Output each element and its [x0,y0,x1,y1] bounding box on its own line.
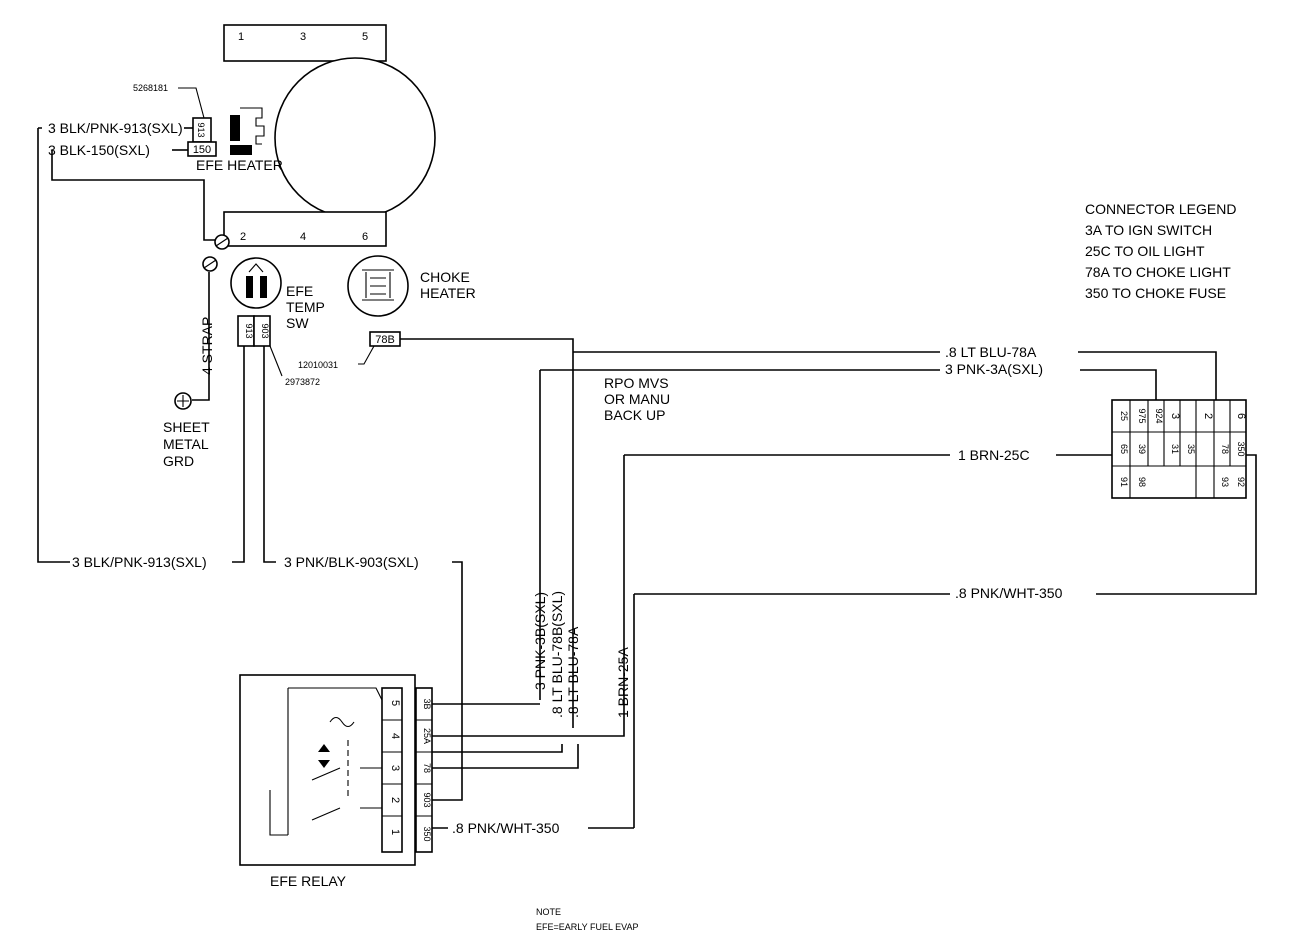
temp-sw-label-2: TEMP [286,299,325,315]
temp-sw-pin-913: 913 [244,323,254,338]
legend-title: CONNECTOR LEGEND [1085,201,1236,217]
bulkhead-pin-91: 91 [1119,477,1129,487]
wire-350-run [633,454,1257,828]
wire-label-913-bottom: 3 BLK/PNK-913(SXL) [72,554,207,570]
choke-pin-78b: 78B [375,334,395,346]
bulkhead-pin-3: 3 [1169,413,1181,419]
wire-label-913-top: 3 BLK/PNK-913(SXL) [48,120,183,136]
bulkhead-connector [1111,399,1247,499]
ground-label-line3: GRD [163,453,194,469]
temp-sw-connector-903 [253,315,271,347]
heater-connector-150 [187,141,217,157]
strap-label: 4 STRAP [199,317,215,375]
bulkhead-pin-78: 78 [1220,444,1230,454]
efe-temp-switch-icon [230,257,282,309]
note-text: EFE=EARLY FUEL EVAP [536,922,638,932]
wire-913-left-run [37,127,70,563]
ground-label-line1: SHEET [163,419,210,435]
bulkhead-pin-92: 92 [1236,477,1246,487]
wire-903-temp-run [263,346,276,563]
rpo-note-3: BACK UP [604,407,665,423]
relay-terminal-strip [381,687,403,853]
note-title: NOTE [536,907,561,917]
bulkhead-pin-350: 350 [1236,441,1246,456]
wire-150-run [51,150,220,241]
heater-pin-150: 150 [193,144,211,156]
bulkhead-pin-98: 98 [1137,477,1147,487]
ground-label-line2: METAL [163,436,209,452]
legend-entry-1: 3A TO IGN SWITCH [1085,222,1212,238]
wire-78b-run [400,338,574,728]
wire-label-25a: 1 BRN-25A [615,647,631,718]
choke-heater-label-2: HEATER [420,285,476,301]
wire-label-78a: .8 LT BLU-78A [565,626,581,718]
bulkhead-pin-31: 31 [1170,444,1180,454]
bulkhead-pin-6: 6 [1235,413,1247,419]
wire-label-3a: 3 PNK-3A(SXL) [945,361,1043,377]
wire-903-to-relay [432,561,463,801]
legend-entry-3: 78A TO CHOKE LIGHT [1085,264,1231,280]
bulkhead-pin-2: 2 [1202,413,1214,419]
relay-pin-3b: 3B [422,698,432,709]
choke-housing-circle [274,57,436,219]
temp-sw-label-3: SW [286,315,309,331]
top-pin-1: 1 [238,31,244,43]
ground-symbol-icon [174,392,192,410]
rpo-note-2: OR MANU [604,391,670,407]
temp-sw-pin-903: 903 [260,323,270,338]
bottom-pin-4: 4 [300,231,306,243]
bulkhead-pin-65: 65 [1119,444,1129,454]
bottom-terminal-block [223,211,387,247]
legend-entry-2: 25C TO OIL LIGHT [1085,243,1205,259]
bulkhead-pin-924: 924 [1154,408,1164,423]
relay-terminal-2: 2 [389,797,401,803]
efe-relay-label: EFE RELAY [270,873,347,889]
relay-terminal-3: 3 [389,765,401,771]
bulkhead-pin-39: 39 [1137,444,1147,454]
choke-heater-icon [347,255,409,317]
heater-pin-913: 913 [196,122,206,137]
top-pin-3: 3 [300,31,306,43]
wire-3a-run [539,369,1157,700]
relay-terminal-1: 1 [389,829,401,835]
wire-label-903: 3 PNK/BLK-903(SXL) [284,554,419,570]
efe-heater-label: EFE HEATER [196,157,283,173]
bulkhead-pin-975: 975 [1137,408,1147,423]
wire-913-temp-run [232,346,245,563]
relay-terminal-5: 5 [389,700,401,706]
relay-pin-350: 350 [422,826,432,841]
heater-part-number: 5268181 [133,83,168,93]
bulkhead-pin-25: 25 [1119,411,1129,421]
wire-label-150: 3 BLK-150(SXL) [48,142,150,158]
legend-entry-4: 350 TO CHOKE FUSE [1085,285,1226,301]
relay-pin-25a: 25A [422,728,432,744]
wire-label-78b: .8 LT BLU-78B(SXL) [549,591,565,718]
bottom-pin-6: 6 [362,231,368,243]
wire-78a-top [573,351,1217,400]
relay-connector [415,687,433,853]
bulkhead-pin-93: 93 [1220,477,1230,487]
rpo-note-1: RPO MVS [604,375,669,391]
relay-internal-icon [269,687,383,836]
temp-sw-part-number: 2973872 [285,377,320,387]
choke-part-number: 12010031 [298,360,338,370]
temp-sw-label-1: EFE [286,283,313,299]
top-pin-5: 5 [362,31,368,43]
relay-pin-78: 78 [422,763,432,773]
choke-heater-label-1: CHOKE [420,269,470,285]
wire-label-350-bottom: .8 PNK/WHT-350 [452,820,560,836]
efe-heater-icon [230,107,265,155]
wire-25c-run [623,454,1112,720]
wire-label-25c: 1 BRN-25C [958,447,1030,463]
top-terminal-block [223,24,387,62]
wire-label-3b: 3 PNK-3B(SXL) [532,592,548,690]
wire-label-350-right: .8 PNK/WHT-350 [955,585,1063,601]
bottom-pin-2: 2 [240,231,246,243]
bulkhead-pin-35: 35 [1186,444,1196,454]
relay-pin-903: 903 [422,792,432,807]
relay-terminal-4: 4 [389,733,401,739]
wire-label-78a-top: .8 LT BLU-78A [945,344,1037,360]
